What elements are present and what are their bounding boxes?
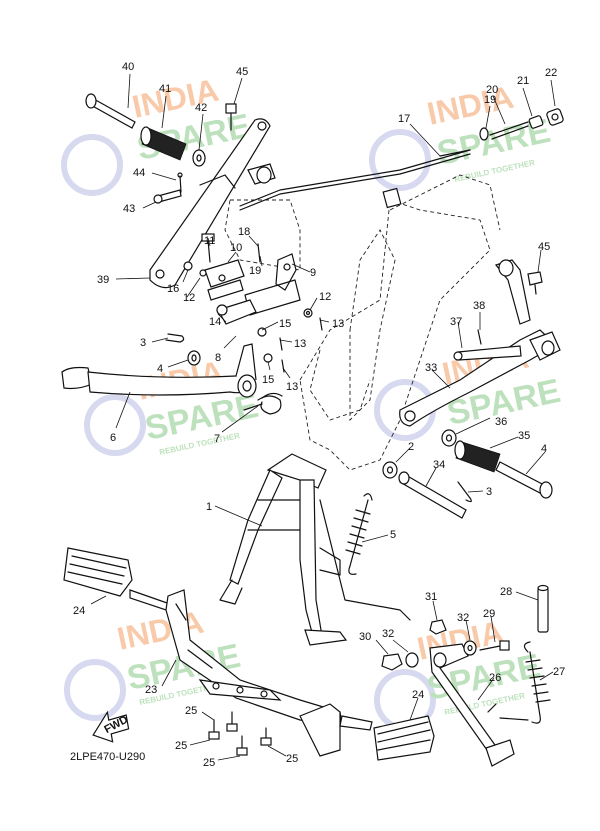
callout-21: 21 — [517, 75, 529, 87]
callout-28: 28 — [500, 586, 512, 598]
callout-42: 42 — [195, 102, 207, 114]
callout-13: 13 — [332, 318, 344, 330]
stand-pivot-shaft — [382, 461, 472, 519]
frame-outline — [224, 174, 501, 471]
callout-45: 45 — [236, 66, 248, 78]
callout-10: 10 — [230, 242, 242, 254]
callout-41: 41 — [159, 83, 171, 95]
callout-19: 19 — [484, 94, 496, 106]
diagram-code: 2LPE470-U290 — [70, 751, 146, 763]
callout-12: 12 — [319, 291, 331, 303]
stand-spring-5 — [345, 493, 373, 575]
callout-39: 39 — [97, 274, 109, 286]
callout-3: 3 — [140, 337, 146, 349]
callout-numbers: 40 41 45 42 44 43 17 19 20 21 22 18 11 1… — [73, 61, 565, 769]
callout-24: 24 — [412, 689, 424, 701]
callout-30: 30 — [359, 631, 371, 643]
callout-6: 6 — [110, 432, 116, 444]
callout-7: 7 — [214, 433, 220, 445]
callout-25: 25 — [185, 705, 197, 717]
callout-29: 29 — [483, 608, 495, 620]
callout-16: 16 — [167, 283, 179, 295]
side-stand-assembly — [381, 584, 551, 767]
callout-45: 45 — [538, 241, 550, 253]
callout-20: 20 — [486, 84, 498, 96]
callout-19: 19 — [249, 265, 261, 277]
callout-23: 23 — [145, 684, 157, 696]
callout-43: 43 — [123, 203, 135, 215]
rear-footrest-assembly-right — [399, 259, 561, 499]
leader-lines — [90, 73, 556, 761]
front-footrest-24-right — [373, 715, 435, 761]
callout-4: 2 — [408, 441, 414, 453]
callout-25: 25 — [286, 753, 298, 765]
callout-32: 32 — [457, 612, 469, 624]
callout-31: 31 — [425, 591, 437, 603]
callout-15: 15 — [262, 374, 274, 386]
callout-8: 8 — [215, 352, 221, 364]
callout-4: 4 — [157, 363, 163, 375]
callout-33: 33 — [425, 362, 437, 374]
brake-rod-assembly — [239, 108, 564, 211]
callout-1: 1 — [206, 501, 212, 513]
callout-9: 9 — [310, 267, 316, 279]
callout-22: 22 — [545, 67, 557, 79]
front-footrest-bracket-23 — [63, 547, 373, 757]
callout-14: 14 — [209, 316, 221, 328]
callout-3: 3 — [486, 486, 492, 498]
callout-37: 37 — [450, 316, 462, 328]
watermark-top-right: INDIA SPARE REBUILD TOGETHER — [369, 79, 554, 191]
brake-pedal-6 — [61, 333, 283, 415]
callout-18: 18 — [238, 226, 250, 238]
callout-27: 27 — [553, 666, 565, 678]
callout-44: 44 — [133, 167, 145, 179]
callout-38: 38 — [473, 300, 485, 312]
callout-5: 5 — [390, 529, 396, 541]
callout-11: 11 — [204, 235, 215, 247]
callout-13: 13 — [286, 381, 298, 393]
callout-12: 12 — [183, 292, 195, 304]
callout-15: 15 — [279, 318, 291, 330]
callout-25: 25 — [175, 740, 187, 752]
callout-13: 13 — [294, 338, 306, 350]
callout-35: 35 — [518, 430, 530, 442]
callout-17: 17 — [398, 113, 410, 125]
callout-26: 26 — [489, 672, 501, 684]
watermark-bottom-left: INDIA SPARE REBUILD TOGETHER — [64, 604, 244, 721]
brake-linkage — [183, 233, 323, 373]
callout-24: 24 — [73, 605, 85, 617]
callout-25: 25 — [203, 757, 215, 769]
callout-2: 34 — [433, 459, 445, 471]
footrest-rubber-41 — [140, 126, 187, 161]
rear-footrest-assembly-left — [85, 93, 276, 289]
callout-32: 32 — [382, 628, 394, 640]
callout-40: 40 — [122, 61, 134, 73]
callout-34: 4 — [541, 443, 547, 455]
bolts-25 — [208, 711, 272, 756]
main-stand-1 — [219, 453, 411, 646]
callout-36: 36 — [495, 416, 507, 428]
